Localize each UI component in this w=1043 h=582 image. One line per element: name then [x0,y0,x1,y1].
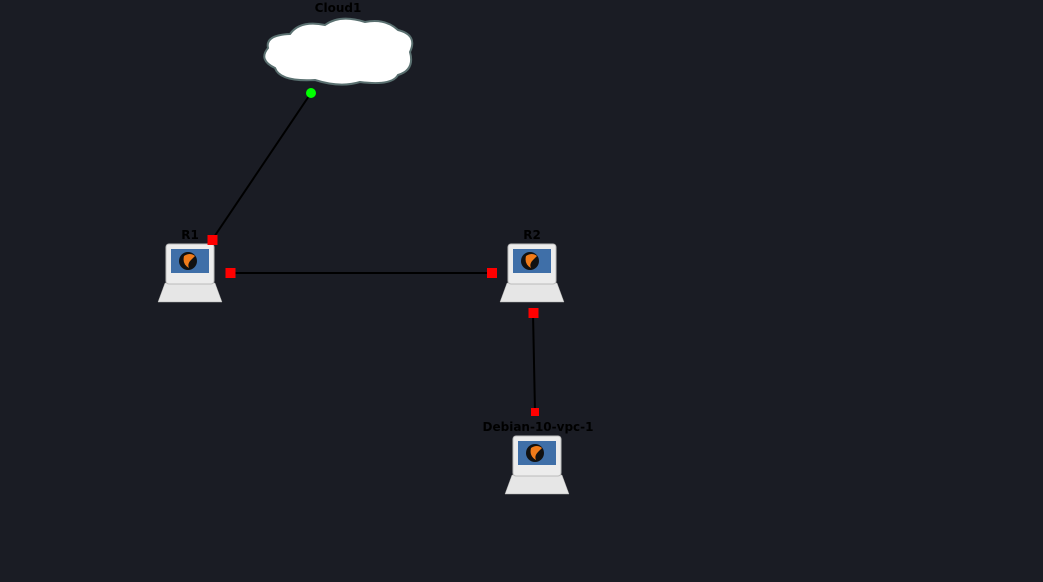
node-r1[interactable]: R1 [157,228,223,303]
port-status-down [487,268,497,278]
port-status-down [528,308,539,318]
computer-icon [499,243,565,303]
node-label: R2 [523,228,541,242]
port-status-down [225,268,236,278]
link-r2-debian[interactable] [532,312,536,413]
node-label: R1 [181,228,199,242]
node-label: Debian-10-vpc-1 [483,420,594,434]
computer-icon [157,243,223,303]
port-status-down [531,408,539,416]
port-status-down [207,235,218,245]
node-r2[interactable]: R2 [499,228,565,303]
node-label: Cloud1 [315,1,362,15]
port-status-up [306,88,316,98]
cloud-icon [263,17,414,86]
node-debian[interactable]: Debian-10-vpc-1 [483,420,594,495]
link-cloud1-r1[interactable] [211,92,312,241]
computer-icon [504,435,570,495]
node-cloud1[interactable]: Cloud1 [263,1,414,86]
